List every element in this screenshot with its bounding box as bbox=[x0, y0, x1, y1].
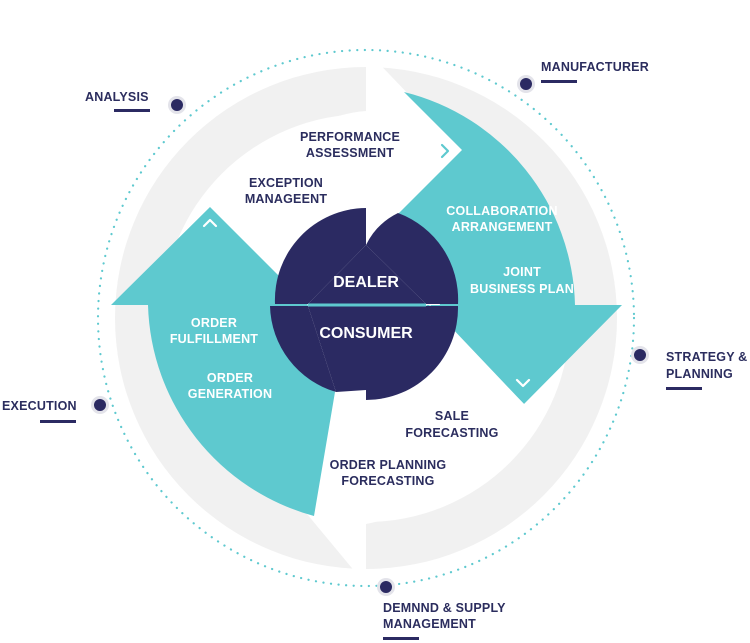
chevron-right-icon bbox=[440, 143, 450, 159]
analysis-label: ANALYSIS bbox=[85, 90, 149, 104]
svg-text:FORECASTING: FORECASTING bbox=[405, 426, 498, 440]
label-collaboration-arrangement: COLLABORATION ARRANGEMENT bbox=[446, 204, 557, 234]
label-order-generation: ORDER GENERATION bbox=[188, 371, 272, 401]
svg-text:PERFORMANCE: PERFORMANCE bbox=[300, 130, 400, 144]
label-sale-forecasting: SALE FORECASTING bbox=[405, 409, 498, 440]
arrow-top bbox=[245, 50, 462, 296]
core-bottom-half bbox=[270, 306, 336, 392]
svg-text:EXCEPTION: EXCEPTION bbox=[249, 176, 323, 190]
label-joint-business-plan: JOINT BUSINESS PLAN bbox=[470, 265, 574, 296]
chevron-left-icon bbox=[281, 460, 291, 476]
chevron-up-icon bbox=[202, 218, 218, 228]
analysis-underline bbox=[114, 109, 150, 112]
node-analysis: ANALYSIS bbox=[85, 90, 186, 114]
label-exception-management: EXCEPTION MANAGEENT bbox=[245, 176, 328, 206]
demand-label-line2: MANAGEMENT bbox=[383, 617, 476, 631]
arrow-right bbox=[366, 92, 622, 404]
demand-dot bbox=[380, 581, 392, 593]
svg-text:ORDER PLANNING: ORDER PLANNING bbox=[330, 458, 447, 472]
node-execution: EXECUTION bbox=[2, 396, 109, 423]
node-demand-supply: DEMNND & SUPPLY MANAGEMENT bbox=[377, 578, 506, 640]
chevron-down-icon bbox=[515, 378, 531, 388]
svg-text:GENERATION: GENERATION bbox=[188, 387, 272, 401]
label-performance-assessment: PERFORMANCE ASSESSMENT bbox=[300, 130, 400, 160]
core-circle: DEALER CONSUMER bbox=[270, 208, 459, 401]
svg-text:SALE: SALE bbox=[435, 409, 469, 423]
manufacturer-dot bbox=[520, 78, 532, 90]
svg-text:ASSESSMENT: ASSESSMENT bbox=[306, 146, 394, 160]
core-top-right bbox=[366, 213, 459, 304]
demand-label-line1: DEMNND & SUPPLY bbox=[383, 601, 506, 615]
strategy-label-line2: PLANNING bbox=[666, 367, 733, 381]
core-top-half bbox=[274, 208, 366, 304]
strategy-dot bbox=[634, 349, 646, 361]
node-manufacturer: MANUFACTURER bbox=[517, 60, 649, 93]
strategy-underline bbox=[666, 387, 702, 390]
core-label-dealer: DEALER bbox=[333, 274, 399, 291]
svg-text:FULFILLMENT: FULFILLMENT bbox=[170, 332, 258, 346]
svg-text:COLLABORATION: COLLABORATION bbox=[446, 204, 557, 218]
label-order-planning-forecasting: ORDER PLANNING FORECASTING bbox=[330, 458, 447, 488]
execution-underline bbox=[40, 420, 76, 423]
strategy-label-line1: STRATEGY & bbox=[666, 350, 747, 364]
svg-text:ORDER: ORDER bbox=[191, 316, 237, 330]
svg-text:JOINT: JOINT bbox=[503, 265, 541, 279]
analysis-dot bbox=[171, 99, 183, 111]
svg-text:BUSINESS PLAN: BUSINESS PLAN bbox=[470, 282, 574, 296]
node-strategy-planning: STRATEGY & PLANNING bbox=[631, 346, 747, 390]
svg-text:FORECASTING: FORECASTING bbox=[341, 474, 434, 488]
core-top-fill bbox=[308, 245, 426, 304]
demand-underline bbox=[383, 637, 419, 640]
core-label-consumer: CONSUMER bbox=[319, 325, 413, 342]
svg-text:ARRANGEMENT: ARRANGEMENT bbox=[452, 220, 553, 234]
core-bottom-right bbox=[308, 306, 459, 401]
manufacturer-underline bbox=[541, 80, 577, 83]
arrow-bottom bbox=[268, 305, 524, 585]
execution-dot bbox=[94, 399, 106, 411]
svg-text:MANAGEENT: MANAGEENT bbox=[245, 192, 328, 206]
label-order-fulfillment: ORDER FULFILLMENT bbox=[170, 316, 258, 346]
execution-label: EXECUTION bbox=[2, 399, 77, 413]
svg-text:ORDER: ORDER bbox=[207, 371, 253, 385]
manufacturer-label: MANUFACTURER bbox=[541, 60, 649, 74]
